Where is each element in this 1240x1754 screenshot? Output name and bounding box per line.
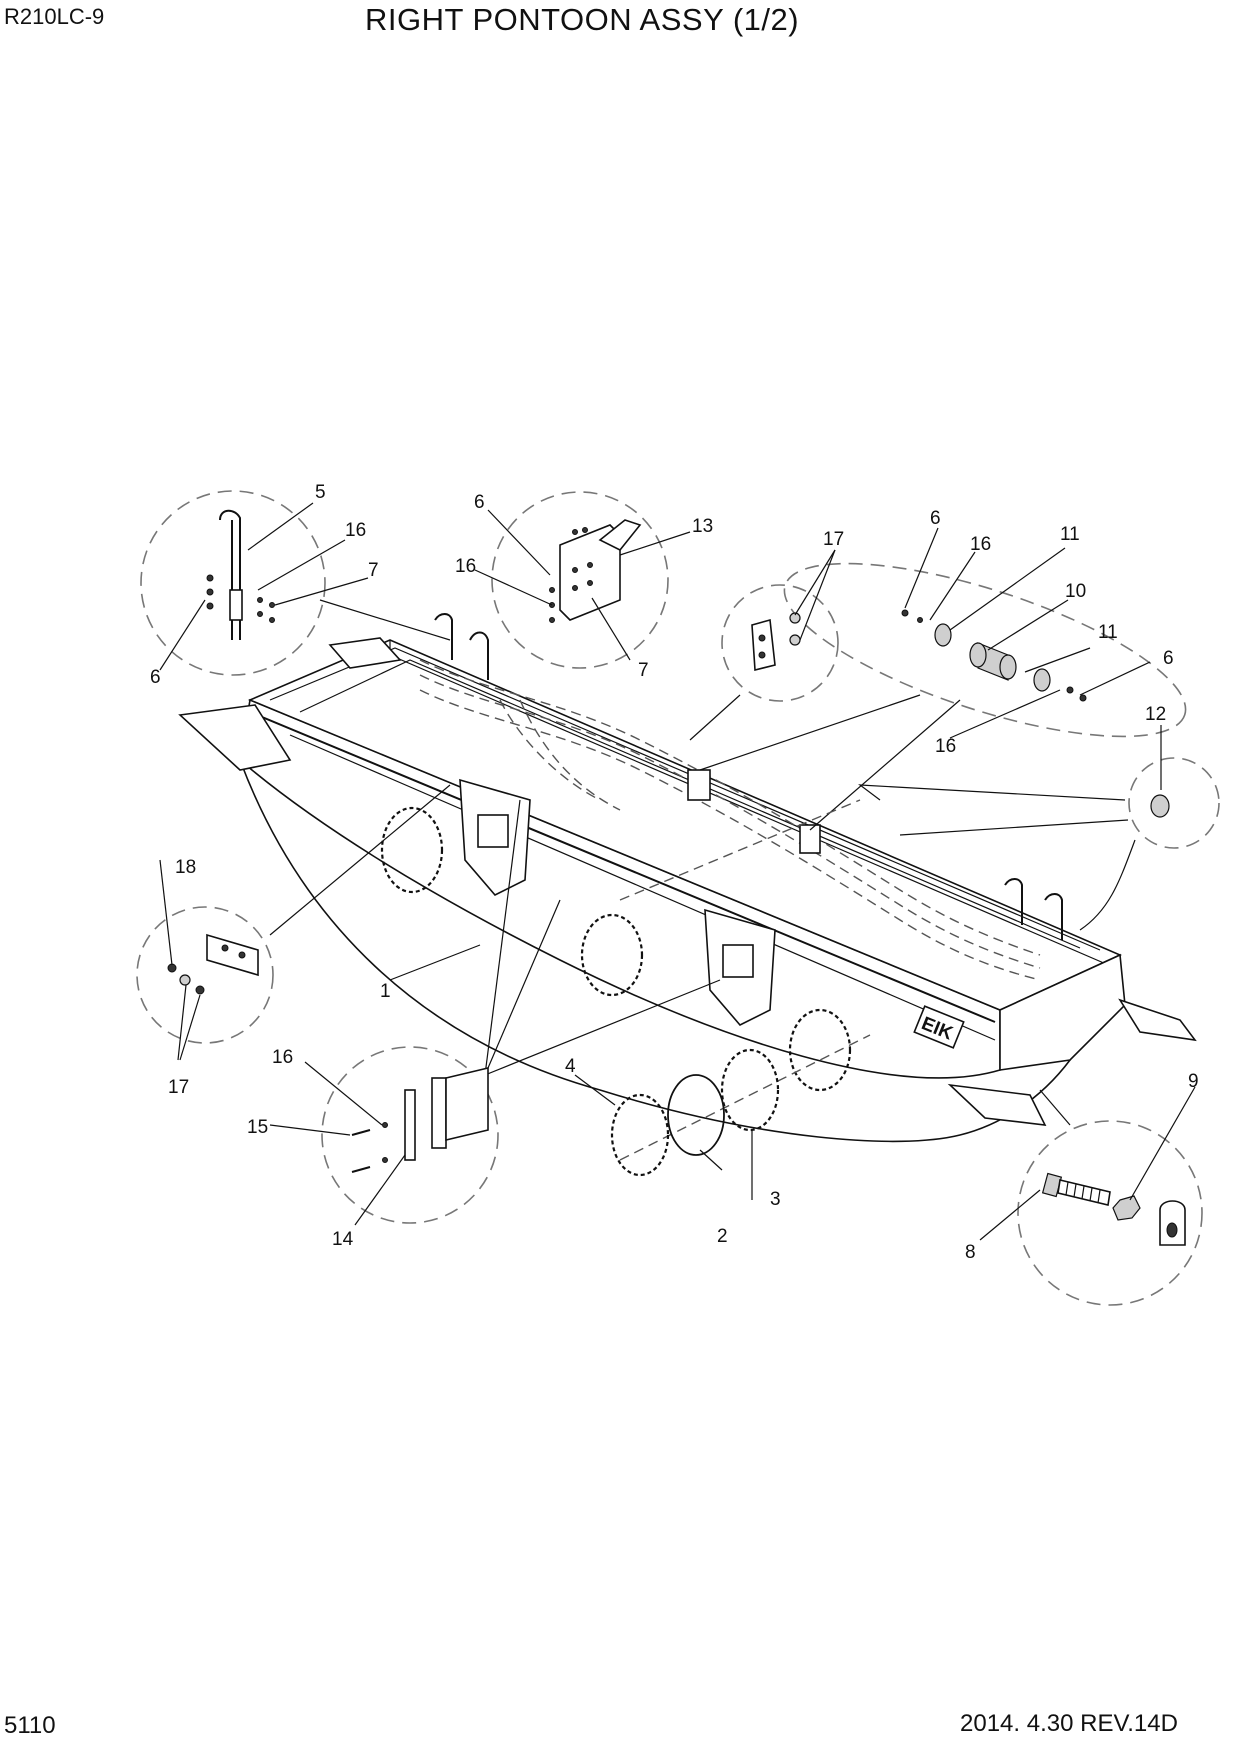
callout-8: 8: [965, 1242, 976, 1263]
callout-11: 11: [1098, 622, 1118, 643]
callout-16: 16: [935, 736, 956, 757]
callout-2: 2: [717, 1226, 728, 1247]
callout-13: 13: [692, 516, 713, 537]
page-number: 5110: [4, 1712, 56, 1739]
callout-16: 16: [345, 520, 366, 541]
model-number: R210LC-9: [4, 4, 105, 29]
callout-10: 10: [1065, 581, 1086, 602]
callout-12: 12: [1145, 704, 1166, 725]
callout-14: 14: [332, 1229, 354, 1250]
detail-roller-assembly: [901, 609, 1087, 702]
callout-6: 6: [474, 492, 485, 513]
callout-9: 9: [1188, 1071, 1199, 1092]
detail-circles: [136, 490, 1220, 1306]
callout-6: 6: [1163, 648, 1174, 669]
callout-labels: 5 16 7 6 6 16 13 7 17 6 16 11 10 11 6 16…: [150, 482, 1199, 1263]
detail-handle-assembly: [206, 509, 275, 640]
detail-leaders: [269, 599, 1136, 1161]
callout-16: 16: [272, 1047, 293, 1068]
callout-15: 15: [247, 1117, 268, 1138]
callout-6: 6: [150, 667, 161, 688]
callout-3: 3: [770, 1189, 781, 1210]
detail-bolt-assembly: [1041, 1172, 1186, 1246]
callout-leaders: [159, 502, 1196, 1241]
callout-16: 16: [970, 534, 991, 555]
detail-block-18: [167, 933, 259, 995]
revision-date: 2014. 4.30 REV.14D: [960, 1710, 1178, 1737]
callout-17: 17: [168, 1077, 189, 1098]
callout-7: 7: [638, 660, 649, 681]
page-title: RIGHT PONTOON ASSY (1/2): [365, 2, 800, 37]
callout-1: 1: [380, 981, 391, 1002]
pontoon-hull: EIK: [178, 613, 1197, 1143]
callout-5: 5: [315, 482, 326, 503]
callout-18: 18: [175, 857, 196, 878]
callout-6: 6: [930, 508, 941, 529]
callout-4: 4: [565, 1056, 576, 1077]
callout-7: 7: [368, 560, 379, 581]
callout-16: 16: [455, 556, 476, 577]
callout-11: 11: [1060, 524, 1080, 545]
loose-rings: [610, 1048, 780, 1177]
callout-17: 17: [823, 529, 844, 550]
detail-block-17: [751, 612, 801, 672]
detail-plug-12: [1150, 794, 1170, 818]
detail-hinge-14: [351, 1066, 489, 1173]
detail-bracket-13: [549, 519, 642, 623]
